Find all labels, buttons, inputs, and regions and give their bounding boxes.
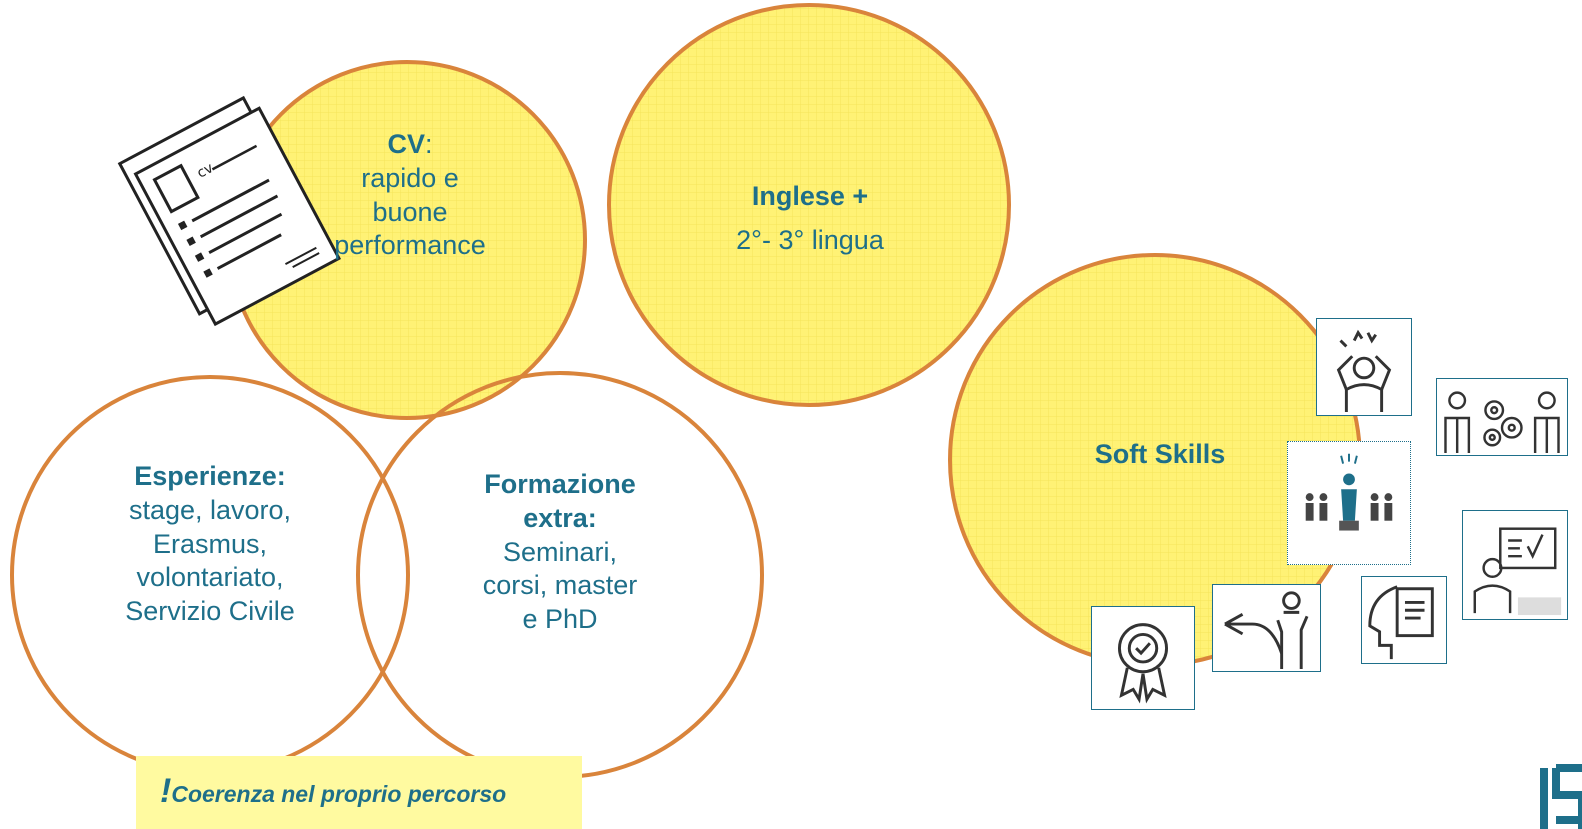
mind-document-icon bbox=[1361, 576, 1447, 664]
esperienze-title: Esperienze: bbox=[134, 461, 286, 491]
cv-line-2: buone bbox=[372, 196, 448, 227]
formazione-line-2: corsi, master bbox=[482, 570, 638, 601]
inglese-title: Inglese + bbox=[751, 181, 869, 211]
note-box bbox=[136, 756, 582, 829]
soft-skills-text: Soft Skills bbox=[1050, 438, 1270, 472]
decision-icon bbox=[1212, 584, 1321, 672]
formazione-title-1: Formazione bbox=[484, 469, 636, 499]
cv-title: CV bbox=[387, 129, 425, 159]
cv-title-suffix: : bbox=[425, 129, 433, 159]
corner-logo bbox=[1540, 764, 1582, 829]
esperienze-line-4: Servizio Civile bbox=[125, 596, 295, 626]
note-label: Coerenza nel proprio percorso bbox=[171, 781, 507, 807]
formazione-title-2: extra: bbox=[523, 502, 597, 533]
esperienze-line-1: stage, lavoro, bbox=[128, 494, 292, 525]
cv-line-3: performance bbox=[334, 230, 486, 261]
cv-line-1: rapido e bbox=[361, 162, 459, 193]
formazione-line-3: e PhD bbox=[522, 604, 598, 634]
stress-icon bbox=[1316, 318, 1412, 416]
inglese-line: 2°- 3° lingua bbox=[736, 224, 884, 255]
inglese-text: Inglese + 2°- 3° lingua bbox=[680, 180, 940, 258]
esperienze-line-2: Erasmus, bbox=[152, 528, 268, 559]
cv-text: CV: rapido e buone performance bbox=[300, 128, 520, 263]
note-bang: ! bbox=[160, 772, 172, 810]
certificate-icon bbox=[1091, 606, 1195, 710]
cv-documents-icon: cv bbox=[117, 95, 342, 327]
note-text: !Coerenza nel proprio percorso bbox=[160, 772, 506, 811]
soft-skills-title: Soft Skills bbox=[1094, 439, 1226, 469]
cv-doc-label: cv bbox=[194, 160, 216, 182]
esperienze-text: Esperienze: stage, lavoro, Erasmus, volo… bbox=[80, 460, 340, 629]
leadership-icon bbox=[1287, 441, 1411, 565]
teamwork-gears-icon bbox=[1436, 378, 1568, 456]
formazione-line-1: Seminari, bbox=[502, 536, 618, 567]
presentation-icon bbox=[1462, 510, 1568, 620]
inglese-circle bbox=[607, 3, 1011, 407]
esperienze-line-3: volontariato, bbox=[136, 562, 284, 593]
formazione-text: Formazione extra: Seminari, corsi, maste… bbox=[440, 468, 680, 637]
